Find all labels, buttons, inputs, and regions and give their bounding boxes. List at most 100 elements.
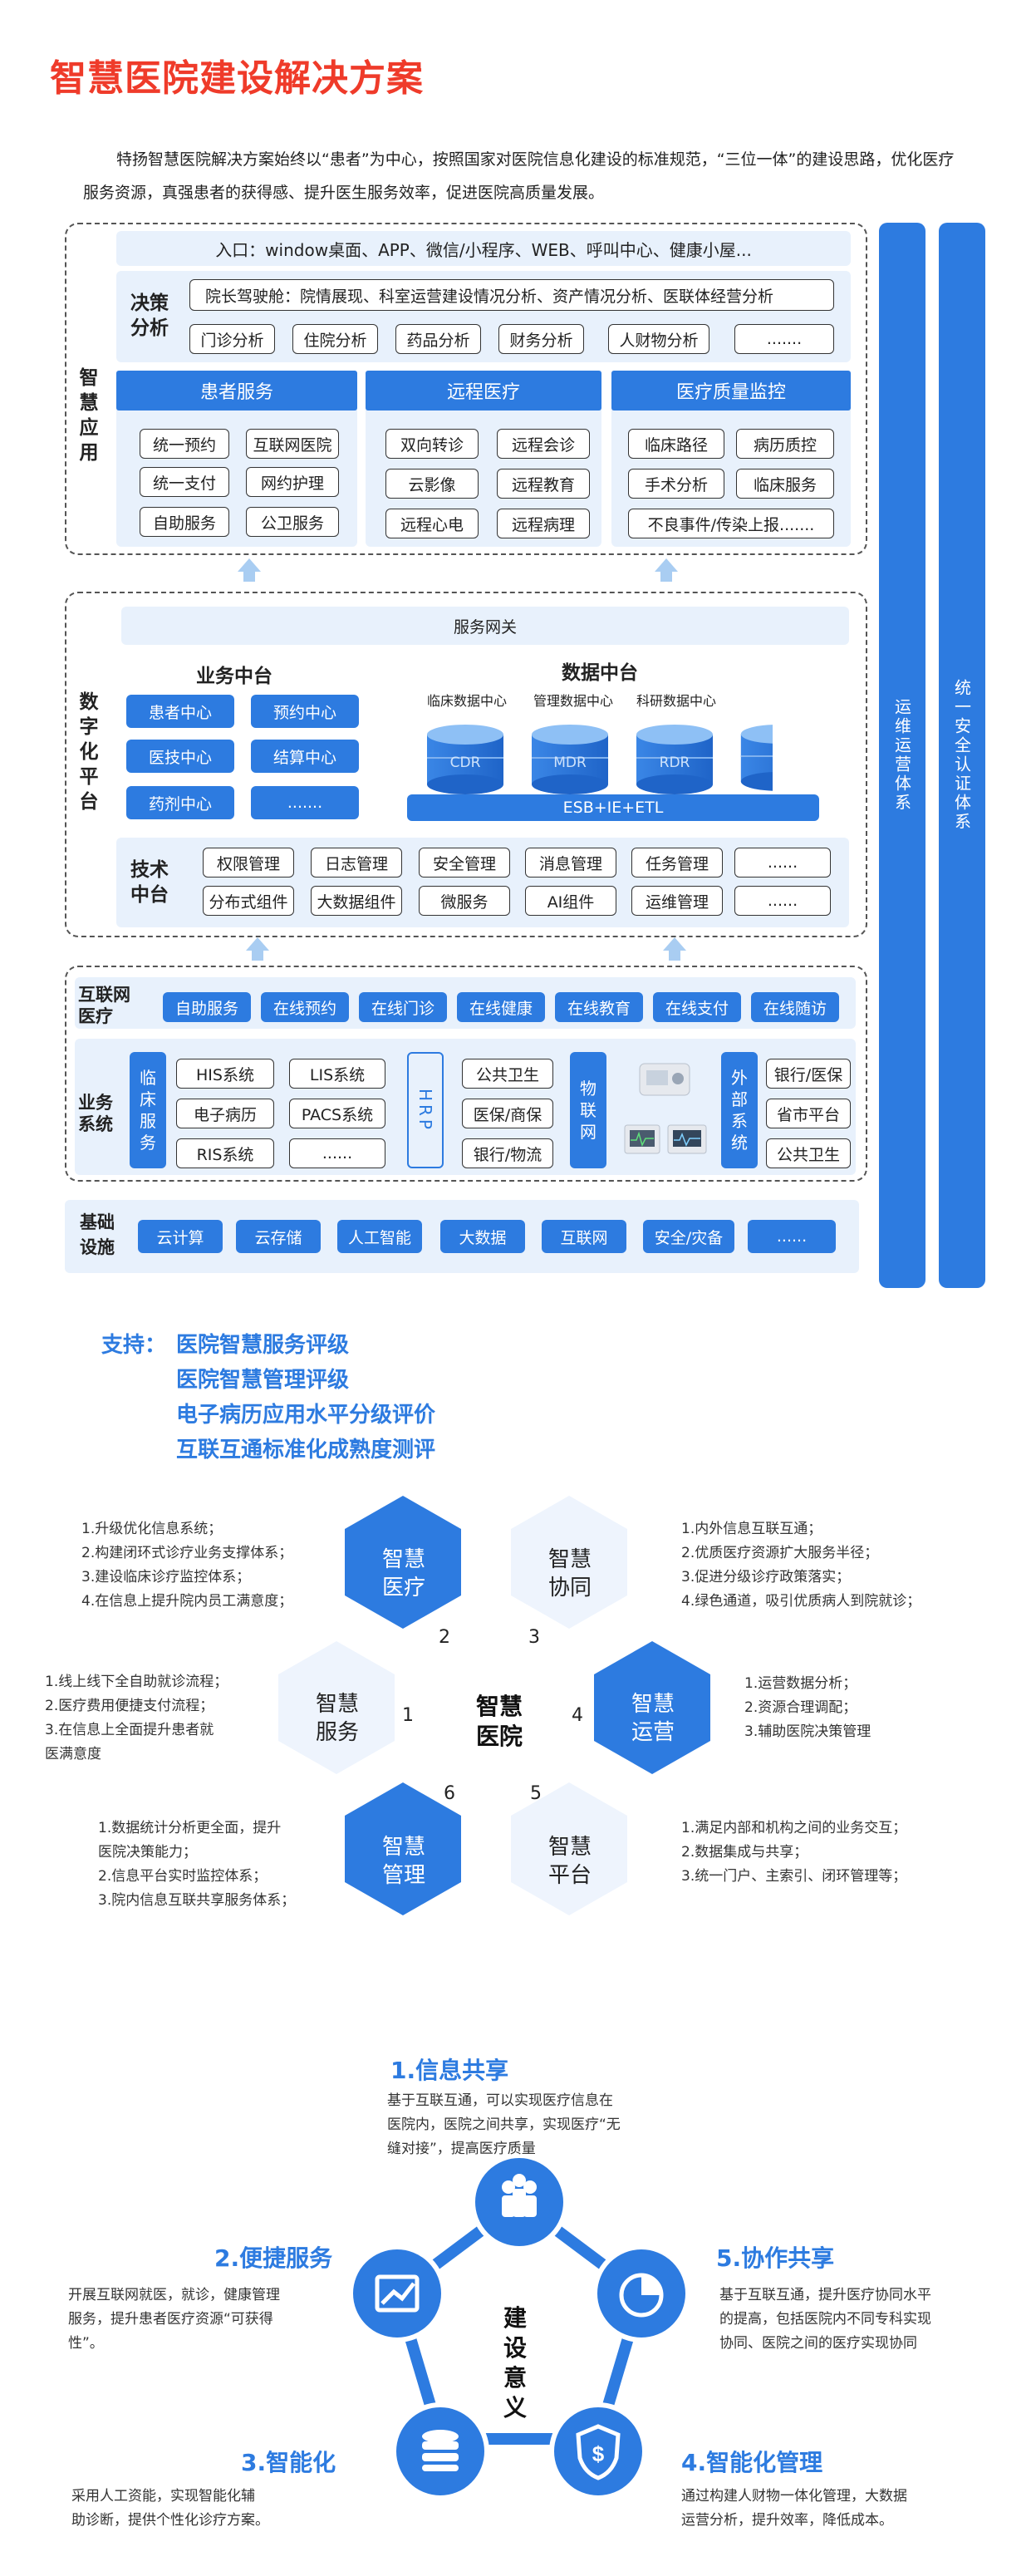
significance-text: 基于互联互通，提升医疗协同水平的提高，包括医院内不同专科实现协同、医院之间的医疗…: [719, 2287, 931, 2352]
quality-monitor-head: 医疗质量监控: [611, 371, 851, 410]
external-item: 公共卫生: [766, 1138, 851, 1168]
trend-chart-icon: [375, 2274, 420, 2313]
hex-smart-ops: [594, 1641, 710, 1774]
hex-label-collab: 智慧协同: [547, 1547, 592, 1600]
hex-label-service: 智慧服务: [315, 1692, 359, 1745]
tech-item: 大数据组件: [311, 886, 402, 916]
hex-label-ops: 智慧运营: [631, 1692, 675, 1745]
hex-num: 2: [439, 1627, 450, 1648]
clinical-item: LIS系统: [289, 1059, 385, 1089]
infra-item: 云存储: [236, 1220, 321, 1253]
svg-text:$: $: [592, 2441, 605, 2466]
business-mid-title: 业务中台: [196, 666, 272, 687]
external-item: 银行/医保: [766, 1059, 851, 1089]
hrp-item: 银行/物流: [462, 1138, 553, 1168]
hrp-item: 医保/商保: [462, 1099, 553, 1128]
decision-item: .......: [734, 324, 834, 354]
infra-item: 云计算: [138, 1220, 223, 1253]
hex-label-platform: 智慧平台: [547, 1835, 592, 1888]
hex-text-mgmt: 1.数据统计分析更全面，提升医院决策能力；2.信息平台实时监控体系；3.院内信息…: [98, 1820, 296, 1909]
business-mid-item: 医技中心: [126, 740, 234, 773]
digital-platform-label: 数字化平台: [79, 691, 99, 813]
hex-diagram: [278, 1496, 710, 1915]
remote-medical-item: 远程病理: [497, 509, 590, 538]
patient-service-item: 网约护理: [246, 467, 339, 497]
support-item: 互联互通标准化成熟度测评: [176, 1438, 436, 1463]
cockpit-box: 院长驾驶舱：院情展现、科室运营建设情况分析、资产情况分析、医联体经营分析: [189, 279, 834, 311]
business-mid-item: 结算中心: [251, 740, 359, 773]
clinical-item: RIS系统: [176, 1138, 274, 1168]
intro-paragraph: 特扬智慧医院解决方案始终以“患者”为中心，按照国家对医院信息化建设的标准规范，“…: [83, 150, 955, 202]
significance-title: 3.智能化: [241, 2449, 336, 2476]
cdr-label: CDR: [449, 755, 481, 771]
tech-item: 分布式组件: [203, 886, 294, 916]
hex-center: [432, 1633, 565, 1782]
tech-item: 安全管理: [419, 848, 510, 878]
quality-monitor-item: 临床服务: [736, 469, 834, 499]
remote-medical-item: 远程教育: [497, 469, 590, 499]
quality-monitor-item: 手术分析: [628, 469, 724, 499]
business-mid-item: 预约中心: [251, 695, 359, 728]
hex-smart-collab: [511, 1496, 627, 1629]
hrp-label: HRP: [407, 1052, 444, 1168]
hex-smart-mgmt: [345, 1782, 461, 1915]
clinical-item: PACS系统: [289, 1099, 385, 1128]
remote-medical-item: 云影像: [385, 469, 479, 499]
tech-item: 任务管理: [631, 848, 723, 878]
support-item: 电子病历应用水平分级评价: [176, 1403, 436, 1428]
up-arrow: [238, 558, 261, 582]
tech-item: 微服务: [419, 886, 510, 916]
tech-item: ......: [734, 848, 831, 878]
decision-item: 人财物分析: [608, 324, 709, 354]
patient-service-item: 公卫服务: [246, 507, 339, 537]
patient-service-head: 患者服务: [116, 371, 357, 410]
smart-app-label: 智慧应用: [79, 367, 99, 464]
tech-item: 日志管理: [311, 848, 402, 878]
page-title: 智慧医院建设解决方案: [50, 57, 424, 100]
hex-text-platform: 1.满足内部和机构之间的业务交互；2.数据集成与共享；3.统一门户、主索引、闭环…: [681, 1820, 907, 1885]
significance-title: 5.协作共享: [716, 2244, 835, 2272]
data-center-label: 管理数据中心: [533, 693, 613, 709]
database-icon: [427, 725, 503, 794]
hex-num: 1: [402, 1705, 414, 1726]
decision-item: 药品分析: [395, 324, 481, 354]
hex-text-collab: 1.内外信息互联互通；2.优质医疗资源扩大服务半径；3.促进分级诊疗政策落实；4…: [681, 1521, 921, 1610]
smart-app-section: [65, 223, 867, 555]
ops-system-bar: 运维运营体系: [879, 223, 925, 1288]
hex-num: 6: [444, 1783, 455, 1804]
hex-text-ops: 1.运营数据分析；2.资源合理调配；3.辅助医院决策管理: [744, 1675, 871, 1740]
clinical-item: ......: [289, 1138, 385, 1168]
hex-smart-platform: [511, 1782, 627, 1915]
data-center-label: 科研数据中心: [636, 693, 716, 709]
decision-label: 决策分析: [130, 293, 169, 339]
iot-devices: [624, 1063, 707, 1154]
internet-item: 在线教育: [555, 992, 643, 1022]
pie-chart-icon: [619, 2273, 664, 2318]
tech-item: ......: [734, 886, 831, 916]
support-prefix: 支持：: [101, 1333, 167, 1358]
hex-smart-service: [278, 1641, 395, 1774]
business-system-label: 业务系统: [78, 1093, 113, 1134]
decision-item: 住院分析: [292, 324, 378, 354]
remote-medical-item: 远程心电: [385, 509, 479, 538]
hex-num: 5: [530, 1783, 542, 1804]
internet-medical-label: 互联网医疗: [78, 985, 130, 1026]
patient-service-item: 自助服务: [140, 507, 229, 537]
business-mid-item: .......: [251, 786, 359, 819]
hex-text-service: 1.线上线下全自助就诊流程；2.医疗费用便捷支付流程；3.在信息上全面提升患者就…: [45, 1674, 228, 1762]
decision-item: 门诊分析: [189, 324, 275, 354]
quality-monitor-item: 临床路径: [628, 429, 724, 459]
up-arrow: [655, 558, 678, 582]
infra-item: 安全/灾备: [643, 1220, 734, 1253]
tech-mid-label: 技术中台: [130, 859, 169, 906]
hex-num: 4: [572, 1705, 583, 1726]
internet-item: 在线随访: [751, 992, 839, 1022]
hex-smart-medical: [345, 1496, 461, 1629]
data-mid-title: 数据中台: [562, 662, 638, 684]
decision-item: 财务分析: [498, 324, 584, 354]
patient-service-item: 互联网医院: [246, 429, 339, 459]
hex-label-mgmt: 智慧管理: [381, 1835, 425, 1888]
up-arrow: [246, 937, 269, 961]
tech-item: 权限管理: [203, 848, 294, 878]
security-auth-bar: 统一安全认证体系: [939, 223, 985, 1288]
